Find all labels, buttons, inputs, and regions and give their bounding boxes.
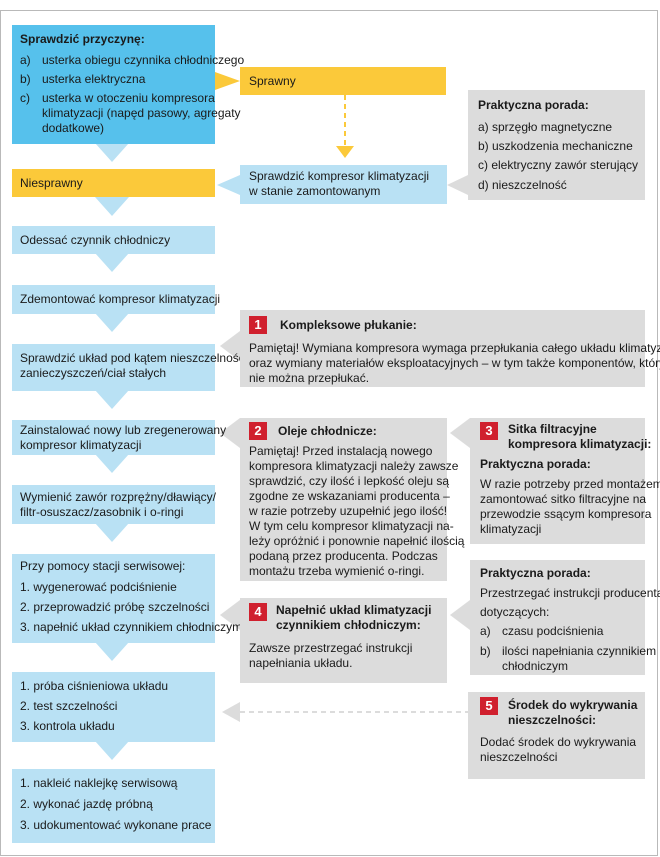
note2-line6: W tym celu kompresor klimatyzacji na-: [249, 519, 454, 533]
tip1-box: Praktyczna porada: a) sprzęgło magnetycz…: [468, 90, 645, 200]
zainstalowac-line2: kompresor klimatyzacji: [20, 438, 142, 452]
stacja-box: Przy pomocy stacji serwisowej: 1. wygene…: [12, 554, 242, 643]
note2-line2: kompresora klimatyzacji należy zawsze: [249, 459, 459, 473]
tip1-item-d: d) nieszczelność: [478, 178, 567, 192]
note1-badge: 1: [249, 316, 267, 334]
note5-badge: 5: [480, 697, 498, 715]
tip1-item-c: c) elektryczny zawór sterujący: [478, 158, 639, 172]
tip2-item-a-marker: a): [480, 624, 491, 638]
proby-item-2: 2. test szczelności: [20, 699, 118, 713]
zdemontowac-label: Zdemontować kompresor klimatyzacji: [20, 292, 221, 306]
tip2-line2: dotyczących:: [480, 605, 550, 619]
check-cause-box: Sprawdzić przyczynę: a) usterka obiegu c…: [12, 25, 244, 144]
note5-line2: nieszczelności: [480, 750, 558, 764]
note2-line4: zgodne ze wskazaniami producenta –: [249, 489, 450, 503]
note5-line1: Dodać środek do wykrywania: [480, 735, 637, 749]
sprawdzic-kompresor-line1: Sprawdzić kompresor klimatyzacji: [249, 169, 430, 183]
stacja-item-1: 1. wygenerować podciśnienie: [20, 580, 177, 594]
note4-title-line1: Napełnić układ klimatyzacji: [276, 603, 432, 617]
wymienic-line2: filtr-osuszacz/zasobnik i o-ringi: [20, 505, 184, 519]
sprawdzic-kompresor-line2: w stanie zamontowanym: [249, 184, 381, 198]
note2-line8: podaną przez producenta. Podczas: [249, 549, 438, 563]
sprawdzic-kompresor-box: Sprawdzić kompresor klimatyzacji w stani…: [240, 165, 447, 204]
cause-a-text: usterka obiegu czynnika chłodniczego: [42, 53, 245, 67]
note3-subtitle: Praktyczna porada:: [480, 457, 591, 471]
note1-line1: Pamiętaj! Wymiana kompresora wymaga prze…: [249, 341, 660, 355]
tip2-title: Praktyczna porada:: [480, 566, 591, 580]
note5-title-line1: Środek do wykrywania: [508, 698, 638, 712]
cause-c-text-1: usterka w otoczeniu kompresora: [42, 91, 215, 105]
note1-box: 1 Kompleksowe płukanie: Pamiętaj! Wymian…: [240, 310, 660, 387]
tip2-line1: Przestrzegać instrukcji producenta: [480, 586, 660, 600]
note5-title-line2: nieszczelności:: [508, 713, 597, 727]
note2-line7: leży opróżnić i ponownie napełnić ilości…: [249, 534, 465, 548]
note3-line3: przewodzie ssącym kompresora: [480, 507, 652, 521]
sprawdzic-uklad-line2: zanieczyszczeń/ciał stałych: [20, 366, 167, 380]
note1-title: Kompleksowe płukanie:: [280, 318, 417, 332]
tip2-item-b-marker: b): [480, 644, 491, 658]
sprawny-label: Sprawny: [249, 74, 296, 88]
note2-line1: Pamiętaj! Przed instalacją nowego: [249, 444, 433, 458]
cause-a-marker: a): [20, 53, 31, 67]
odessac-box: Odessać czynnik chłodniczy: [12, 226, 215, 254]
note4-title-line2: czynnikiem chłodniczym:: [276, 618, 421, 632]
stacja-title: Przy pomocy stacji serwisowej:: [20, 559, 186, 573]
final-box: 1. nakleić naklejkę serwisową 2. wykonać…: [12, 769, 215, 843]
note3-title-line1: Sitka filtracyjne: [508, 422, 597, 436]
tip2-item-b-text-2: chłodniczym: [502, 659, 569, 673]
stacja-item-2: 2. przeprowadzić próbę szczelności: [20, 600, 210, 614]
note1-line3: nie można przepłukać.: [249, 371, 370, 385]
niesprawny-box: Niesprawny: [12, 169, 215, 197]
final-item-1: 1. nakleić naklejkę serwisową: [20, 776, 178, 790]
note1-line2: oraz wymiany materiałów eksploatacyjnych…: [249, 356, 660, 370]
note3-line4: klimatyzacji: [480, 522, 542, 536]
zainstalowac-line1: Zainstalować nowy lub zregenerowany: [20, 423, 227, 437]
note3-line2: zamontować sitko filtracyjne na: [480, 492, 647, 506]
tip2-item-b-text-1: ilości napełniania czynnikiem: [502, 644, 657, 658]
proby-box: 1. próba ciśnieniowa układu 2. test szcz…: [12, 672, 215, 742]
note3-title-line2: kompresora klimatyzacji:: [508, 437, 652, 451]
wymienic-box: Wymienić zawór rozprężny/dławiący/ filtr…: [12, 485, 216, 524]
note2-box: 2 Oleje chłodnicze: Pamiętaj! Przed inst…: [240, 418, 464, 581]
note5-box: 5 Środek do wykrywania nieszczelności: D…: [468, 692, 645, 779]
stacja-item-3: 3. napełnić układ czynnikiem chłodniczym: [20, 620, 243, 634]
check-cause-title: Sprawdzić przyczynę:: [20, 32, 145, 46]
note4-line1: Zawsze przestrzegać instrukcji: [249, 641, 413, 655]
final-item-2: 2. wykonać jazdę próbną: [20, 797, 153, 811]
wymienic-line1: Wymienić zawór rozprężny/dławiący/: [20, 490, 216, 504]
proby-item-3: 3. kontrola układu: [20, 719, 115, 733]
note2-badge: 2: [249, 422, 267, 440]
tip2-box: Praktyczna porada: Przestrzegać instrukc…: [470, 560, 660, 675]
note2-line3: sprawdzić, czy ilość i lepkość oleju są: [249, 474, 450, 488]
cause-c-text-2: klimatyzacji (napęd pasowy, agregaty: [42, 106, 241, 120]
note4-line2: napełniania układu.: [249, 656, 353, 670]
cause-b-marker: b): [20, 72, 31, 86]
sprawdzic-uklad-box: Sprawdzić układ pod kątem nieszczelności…: [12, 344, 251, 391]
final-item-3: 3. udokumentować wykonane prace: [20, 818, 212, 832]
cause-b-text: usterka elektryczna: [42, 72, 146, 86]
note2-line9: montażu trzeba wymienić o-ringi.: [249, 564, 425, 578]
note2-title: Oleje chłodnicze:: [278, 424, 377, 438]
cause-c-marker: c): [20, 91, 30, 105]
sprawdzic-uklad-line1: Sprawdzić układ pod kątem nieszczelności…: [20, 351, 251, 365]
zainstalowac-box: Zainstalować nowy lub zregenerowany komp…: [12, 420, 226, 455]
note3-line1: W razie potrzeby przed montażem: [480, 477, 660, 491]
note4-box: 4 Napełnić układ klimatyzacji czynnikiem…: [240, 598, 447, 683]
tip2-item-a-text: czasu podciśnienia: [502, 624, 604, 638]
niesprawny-label: Niesprawny: [20, 176, 83, 190]
diagram-frame: [0, 10, 658, 856]
tip1-item-a: a) sprzęgło magnetyczne: [478, 120, 613, 134]
note3-badge: 3: [480, 422, 498, 440]
tip1-item-b: b) uszkodzenia mechaniczne: [478, 139, 633, 153]
zdemontowac-box: Zdemontować kompresor klimatyzacji: [12, 285, 220, 314]
note3-box: 3 Sitka filtracyjne kompresora klimatyza…: [470, 418, 660, 544]
note2-line5: w razie potrzeby uzupełnić jego ilość!: [249, 504, 448, 518]
note4-badge: 4: [249, 603, 267, 621]
proby-item-1: 1. próba ciśnieniowa układu: [20, 679, 169, 693]
tip1-title: Praktyczna porada:: [478, 98, 589, 112]
sprawny-box: Sprawny: [240, 67, 446, 95]
cause-c-text-3: dodatkowe): [42, 121, 105, 135]
odessac-label: Odessać czynnik chłodniczy: [20, 233, 171, 247]
